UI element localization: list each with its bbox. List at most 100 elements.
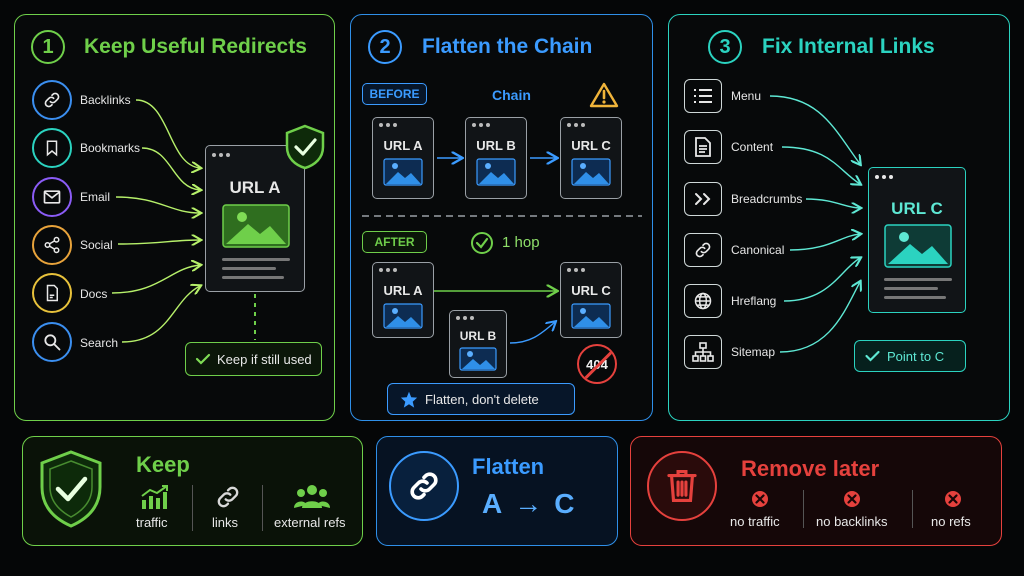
step-number-3: 3	[708, 30, 742, 64]
link-icon	[684, 233, 722, 267]
url-a-window-title: URL A	[229, 178, 281, 197]
before-url-c-window: URL C	[560, 117, 622, 199]
url-c-window-title: URL C	[891, 199, 943, 218]
keep-item-traffic: traffic	[136, 515, 168, 530]
keep-if-still-used-label: Keep if still used	[217, 351, 312, 367]
remove-item-no-backlinks: no backlinks	[816, 514, 888, 529]
keep-title: Keep	[136, 452, 190, 477]
x-circle-icon	[752, 491, 768, 507]
traffic-chart-icon	[141, 485, 168, 509]
shield-check-icon	[40, 450, 102, 528]
image-placeholder-icon	[571, 303, 611, 329]
link-source-canonical: Canonical	[731, 243, 785, 257]
star-icon	[400, 391, 418, 408]
after-url-a-title: URL A	[383, 283, 423, 298]
before-url-a-window: URL A	[372, 117, 434, 199]
after-tag: AFTER	[362, 231, 427, 253]
source-docs: Docs	[80, 287, 108, 301]
globe-icon	[684, 284, 722, 318]
image-placeholder-icon	[222, 204, 290, 248]
check-icon	[195, 353, 211, 365]
source-bookmarks: Bookmarks	[80, 141, 141, 155]
before-url-c-title: URL C	[571, 138, 611, 153]
before-url-b-window: URL B	[465, 117, 527, 199]
link-source-content: Content	[731, 140, 774, 154]
image-placeholder-icon	[459, 347, 497, 371]
link-source-breadcrumbs: Breadcrumbs	[731, 192, 803, 206]
divider	[192, 485, 193, 531]
before-url-b-title: URL B	[476, 138, 516, 153]
after-url-b-title: URL B	[459, 329, 497, 343]
step-number-1: 1	[31, 30, 65, 64]
link-source-sitemap: Sitemap	[731, 345, 776, 359]
panel-1-title: Keep Useful Redirects	[84, 35, 307, 58]
email-icon	[32, 177, 72, 217]
after-url-c-window: URL C	[560, 262, 622, 338]
divider	[803, 490, 804, 528]
users-group-icon	[294, 485, 330, 508]
keep-item-links: links	[212, 515, 239, 530]
point-to-c-pill: Point to C	[854, 340, 966, 372]
link-icon	[217, 486, 239, 508]
step-number-2: 2	[368, 30, 402, 64]
formula-right: C	[554, 488, 575, 519]
menu-icon	[684, 79, 722, 113]
url-c-window: URL C	[868, 167, 966, 313]
image-placeholder-icon	[884, 224, 952, 268]
flatten-title: Flatten	[472, 454, 545, 479]
after-url-b-window: URL B	[449, 310, 507, 378]
panel-3-title: Fix Internal Links	[762, 35, 935, 58]
source-backlinks: Backlinks	[80, 93, 131, 107]
error-404-badge: 404	[577, 344, 617, 384]
link-source-menu: Menu	[731, 89, 762, 103]
formula-arrow: →	[514, 488, 543, 519]
document-icon	[684, 130, 722, 164]
x-circle-icon	[844, 491, 860, 507]
breadcrumbs-icon	[684, 182, 722, 216]
flatten-dont-delete-label: Flatten, don't delete	[425, 391, 539, 407]
trash-icon	[647, 451, 717, 521]
before-tag: BEFORE	[362, 83, 427, 105]
chain-label: Chain	[492, 87, 531, 103]
after-url-a-window: URL A	[372, 262, 434, 338]
remove-later-title: Remove later	[741, 456, 880, 481]
panel-2-title: Flatten the Chain	[422, 35, 593, 58]
one-hop-label: 1 hop	[502, 234, 540, 251]
share-icon	[32, 225, 72, 265]
source-search: Search	[80, 336, 119, 350]
chain-link-icon	[389, 451, 459, 521]
image-placeholder-icon	[476, 158, 516, 186]
divider	[262, 485, 263, 531]
url-a-window: URL A	[205, 145, 305, 292]
remove-item-no-traffic: no traffic	[730, 514, 780, 529]
link-source-hreflang: Hreflang	[731, 294, 777, 308]
x-circle-icon	[945, 491, 961, 507]
point-to-c-label: Point to C	[887, 348, 945, 364]
keep-if-still-used-pill: Keep if still used	[185, 342, 322, 376]
formula-left: A	[482, 488, 503, 519]
divider	[912, 490, 913, 528]
check-icon	[865, 350, 880, 362]
image-placeholder-icon	[571, 158, 611, 186]
warning-icon	[589, 82, 619, 108]
flatten-formula: A → C	[482, 488, 574, 520]
search-icon	[32, 322, 72, 362]
source-social: Social	[80, 238, 113, 252]
bookmark-icon	[32, 128, 72, 168]
link-icon	[32, 80, 72, 120]
check-circle-icon	[471, 232, 493, 254]
keep-item-external-refs: external refs	[274, 515, 346, 530]
source-email: Email	[80, 190, 111, 204]
after-url-c-title: URL C	[571, 283, 611, 298]
shield-check-icon	[285, 124, 325, 170]
image-placeholder-icon	[383, 158, 423, 186]
pdf-document-icon	[32, 273, 72, 313]
image-placeholder-icon	[383, 303, 423, 329]
before-url-a-title: URL A	[383, 138, 423, 153]
sitemap-icon	[684, 335, 722, 369]
flatten-dont-delete-pill: Flatten, don't delete	[387, 383, 575, 415]
remove-item-no-refs: no refs	[931, 514, 971, 529]
